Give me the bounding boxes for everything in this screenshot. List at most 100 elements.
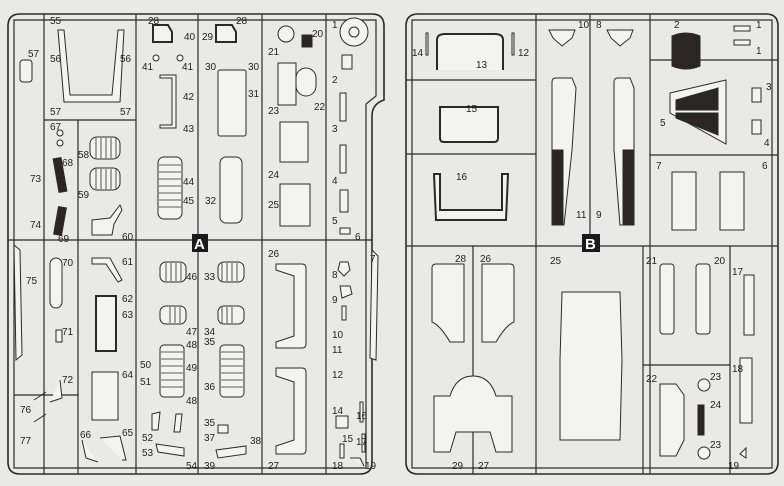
part-b17: [743, 274, 755, 336]
part-a6: [339, 227, 351, 235]
part-a16: [359, 401, 364, 423]
label: 1: [756, 46, 762, 57]
part-a7-rail: [369, 248, 379, 361]
part-a64-panel: [91, 371, 119, 421]
part-a24-engine: [279, 121, 309, 163]
part-a37: [217, 424, 229, 434]
label: 3: [766, 82, 772, 93]
part-a60: [91, 203, 123, 236]
label: 77: [20, 436, 32, 447]
part-b3: [751, 87, 762, 103]
part-a4: [339, 144, 347, 174]
part-b28-door: [431, 263, 465, 343]
label: 67: [50, 122, 62, 133]
label: 9: [596, 210, 602, 221]
part-b14: [425, 32, 429, 56]
label: 37: [204, 433, 216, 444]
part-b25-body: [559, 291, 623, 441]
part-a39: [215, 445, 247, 459]
label: 50: [140, 360, 152, 371]
sprue-a-inner-frame: [13, 19, 377, 469]
part-b24: [697, 404, 705, 436]
part-a49-radiator: [159, 344, 185, 398]
part-b11-tread: [552, 149, 564, 226]
label: 7: [656, 161, 662, 172]
label: 11: [332, 345, 343, 356]
label: 68: [62, 158, 74, 169]
label: 41: [142, 62, 154, 73]
sprue-b: B 14 12 13 15 16 10 8 11 9 2 1 1 3 5 4 7…: [405, 13, 779, 475]
label: 14: [412, 48, 424, 59]
label: 11: [576, 210, 587, 221]
part-b15-frame: [439, 106, 499, 143]
label: 24: [710, 400, 722, 411]
label: 14: [332, 406, 344, 417]
part-a19: [350, 457, 365, 467]
sprue-b-frame: [405, 13, 779, 475]
label: 20: [714, 256, 726, 267]
sprue-b-letter-badge: [582, 234, 600, 252]
label: 20: [312, 29, 324, 40]
part-a33-tire: [217, 261, 245, 283]
part-a3: [339, 92, 347, 122]
label: 75: [26, 276, 38, 287]
label: 49: [186, 363, 198, 374]
label: 16: [356, 411, 368, 422]
part-a25-engine: [279, 183, 311, 227]
part-a2: [341, 54, 353, 70]
label: 5: [332, 216, 338, 227]
label: 12: [332, 370, 344, 381]
label: 38: [250, 436, 262, 447]
sprue-a-labels: 55 57 56 56 57 57 67 58 68 73 59 74 69 6…: [20, 16, 377, 472]
label: 4: [332, 176, 338, 187]
label: 63: [122, 310, 134, 321]
label: 52: [142, 433, 154, 444]
part-a58-tire: [89, 136, 121, 160]
part-b5-pane-top: [675, 87, 719, 111]
part-a29-frame: [152, 24, 173, 43]
label: 12: [518, 48, 530, 59]
label: 29: [452, 461, 464, 472]
part-a18: [339, 443, 345, 459]
part-b9-tread: [622, 149, 634, 226]
part-b23b: [697, 446, 711, 460]
label: 30: [205, 62, 217, 73]
label: 71: [62, 327, 74, 338]
part-a66: [81, 439, 99, 463]
part-a45-radiator: [157, 156, 183, 220]
label: 56: [120, 54, 132, 65]
label: 28: [236, 16, 248, 27]
label: 42: [183, 92, 195, 103]
label: 28: [455, 254, 467, 265]
label: 48: [186, 340, 198, 351]
label: 74: [30, 220, 42, 231]
part-a46-tire: [159, 261, 187, 283]
part-a32-panel: [219, 156, 243, 224]
part-b2-dark: [671, 32, 701, 70]
part-a31-panel: [217, 69, 247, 137]
label: 19: [728, 461, 740, 472]
label: 24: [268, 170, 280, 181]
label: 66: [80, 430, 92, 441]
label: 53: [142, 448, 154, 459]
part-b16-frame: [432, 173, 510, 221]
label: 73: [30, 174, 42, 185]
label: 39: [204, 461, 216, 472]
label: 60: [122, 232, 134, 243]
sprue-a-frame: [7, 13, 385, 475]
part-a52: [151, 411, 161, 431]
part-b23a: [697, 378, 711, 392]
label: 51: [140, 377, 152, 388]
label: 6: [355, 232, 361, 243]
label: 19: [365, 461, 377, 472]
part-b19: [739, 446, 747, 459]
part-a47-tire: [159, 305, 187, 325]
label: 8: [596, 20, 602, 31]
part-a69: [53, 205, 67, 237]
part-b5-pane-bottom: [675, 112, 719, 136]
label: 5: [660, 118, 666, 129]
part-a23: [277, 62, 297, 106]
part-a9: [339, 285, 353, 299]
label: 69: [58, 234, 70, 245]
